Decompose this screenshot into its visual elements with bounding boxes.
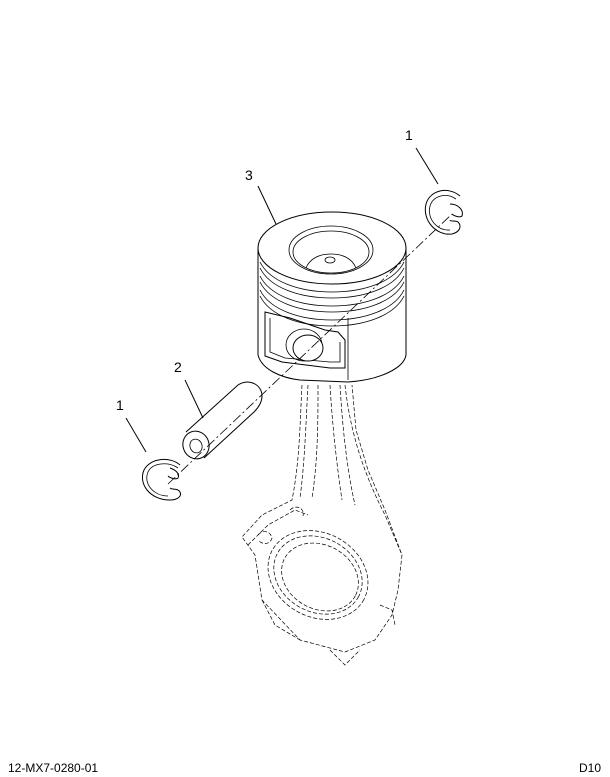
retaining-ring-left [142,458,181,501]
callout-3: 3 [245,167,253,183]
connecting-rod [241,384,403,666]
callout-2: 2 [174,359,182,375]
callout-1-right: 1 [405,127,413,143]
piston-pin [182,381,263,460]
callout-1-left: 1 [116,397,124,413]
sheet-code: D10 [579,761,602,775]
leader-line-1-right [415,147,439,185]
drawing-number: 12-MX7-0280-01 [8,761,99,775]
leader-line-2 [184,379,204,419]
retaining-ring-right [424,189,463,235]
assembly-centerline [167,213,453,485]
leader-line-3 [257,185,277,225]
piston [257,211,407,383]
leader-line-1-left [125,417,147,453]
